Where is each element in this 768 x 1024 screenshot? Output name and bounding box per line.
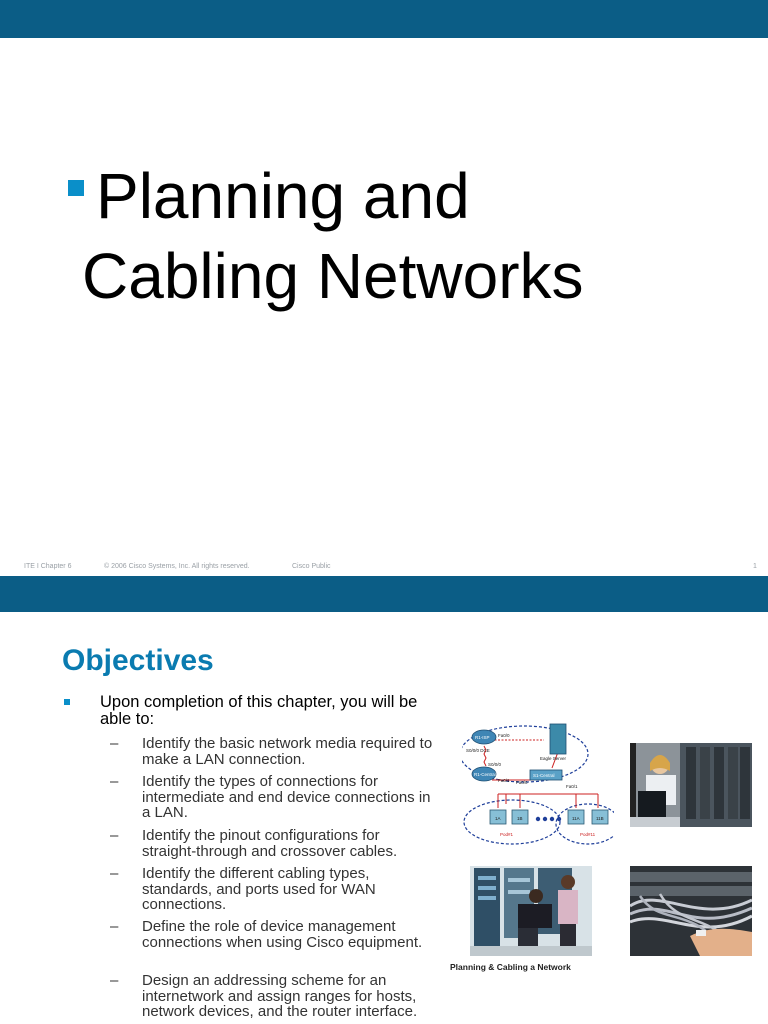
- objectives-title: Objectives: [62, 644, 214, 677]
- dash-bullet: –: [110, 773, 119, 790]
- dash-bullet: –: [110, 972, 119, 989]
- diagram-label: R1-ISP: [475, 735, 490, 740]
- dash-bullet: –: [110, 918, 119, 935]
- network-topology-diagram: R1-ISP S0/0/0 DCE S0/0/0 R1-Central Fa0/…: [462, 723, 614, 845]
- main-bullet-text: Upon completion of this chapter, you wil…: [100, 693, 418, 728]
- diagram-label: S0/0/0 DCE: [466, 748, 490, 753]
- title-line-2: Cabling Networks: [82, 240, 584, 312]
- diagram-label: Pod#11: [580, 832, 596, 837]
- dash-bullet: –: [110, 735, 119, 752]
- photo-technician-computer: [630, 743, 752, 827]
- diagram-label: Fa0/0: [516, 780, 528, 785]
- diagram-label: S0/0/0: [488, 762, 502, 767]
- diagram-label: R1-Central: [474, 772, 496, 777]
- footer-page-number: 1: [753, 563, 757, 570]
- objective-text: Identify the basic network media require…: [142, 735, 433, 768]
- header-bar: [0, 576, 768, 612]
- diagram-caption: Planning & Cabling a Network: [450, 962, 571, 972]
- diagram-label: Fa0/1: [566, 784, 578, 789]
- diagram-label: S1-Central: [533, 773, 555, 778]
- photo-patch-cables: [630, 866, 752, 956]
- dash-bullet: –: [110, 827, 119, 844]
- title-bullet-icon: [68, 180, 84, 196]
- dash-bullet: –: [110, 865, 119, 882]
- diagram-label: 11B: [596, 816, 604, 821]
- diagram-label: Eagle Server: [540, 756, 567, 761]
- photo-technicians-racks: [470, 866, 592, 956]
- title-slide: Planning and Cabling Networks ITE I Chap…: [0, 0, 768, 570]
- square-bullet-icon: [64, 699, 70, 705]
- objectives-slide: Objectives Upon completion of this chapt…: [0, 576, 768, 1024]
- diagram-label: Fa0/0: [498, 733, 510, 738]
- objective-text: Identify the types of connections for in…: [142, 773, 431, 821]
- diagram-label: Pod#1: [500, 832, 514, 837]
- footer-chapter: ITE I Chapter 6: [24, 563, 72, 570]
- objective-text: Define the role of device management con…: [142, 918, 423, 951]
- diagram-label: 1A: [495, 816, 501, 821]
- diagram-label: Fa0/1: [498, 778, 510, 783]
- diagram-label: 11A: [572, 816, 580, 821]
- footer-copyright: © 2006 Cisco Systems, Inc. All rights re…: [104, 563, 250, 570]
- footer-classification: Cisco Public: [292, 563, 331, 570]
- diagram-label: 1B: [517, 816, 523, 821]
- title-line-1: Planning and: [96, 160, 470, 232]
- objective-text: Design an addressing scheme for an inter…: [142, 972, 418, 1020]
- objective-text: Identify the pinout configurations for s…: [142, 827, 398, 860]
- header-bar: [0, 0, 768, 38]
- objective-text: Identify the different cabling types, st…: [142, 865, 376, 913]
